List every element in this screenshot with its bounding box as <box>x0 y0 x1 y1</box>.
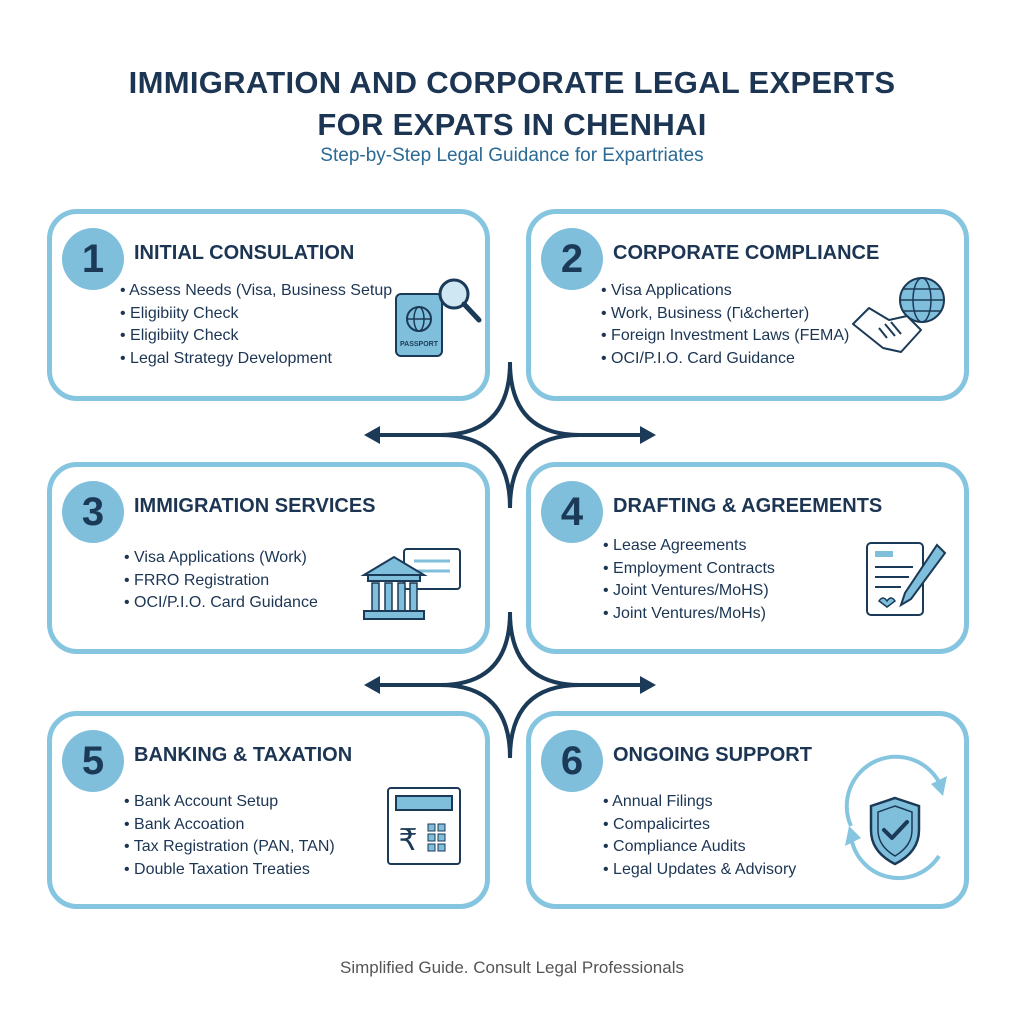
step-title: CORPORATE COMPLIANCE <box>613 242 880 264</box>
list-item: Tax Registration (PAN, TAN) <box>124 836 335 859</box>
list-item: Eligibiity Check <box>120 325 392 348</box>
step-items: Visa Applications Work, Business (Γι&che… <box>601 280 849 370</box>
shield-check-cycle-icon <box>844 754 947 880</box>
list-item: Assess Needs (Visa, Business Setup <box>120 280 392 303</box>
list-item: Legal Updates & Advisory <box>603 859 796 882</box>
step-items: Visa Applications (Work) FRRO Registrati… <box>124 547 318 615</box>
list-item: Lease Agreements <box>603 535 775 558</box>
title-line-2: FOR EXPATS IN CHENHAI <box>317 107 707 142</box>
step-title: BANKING & TAXATION <box>134 744 353 766</box>
list-item: Joint Ventures/MoHs) <box>603 603 775 626</box>
step-title: ONGOING SUPPORT <box>613 744 812 766</box>
government-building-icon <box>360 548 461 620</box>
arrow-right-icon <box>640 426 656 444</box>
step-title: DRAFTING & AGREEMENTS <box>613 495 883 517</box>
list-item: OCI/P.I.O. Card Guidance <box>601 348 849 371</box>
list-item: Bank Accoation <box>124 814 335 837</box>
list-item: OCI/P.I.O. Card Guidance <box>124 592 318 615</box>
passport-magnifier-icon: PASSPORT <box>395 278 482 357</box>
step-items: Assess Needs (Visa, Business Setup Eligi… <box>120 280 392 370</box>
title-line-1: IMMIGRATION AND CORPORATE LEGAL EXPERTS <box>128 65 896 100</box>
step-card-1: 1 INITIAL CONSULATION Assess Needs (Visa… <box>47 209 490 401</box>
step-card-2: 2 CORPORATE COMPLIANCE Visa Applications… <box>526 209 969 401</box>
step-items: Annual Filings Compalicirtes Compliance … <box>603 791 796 881</box>
list-item: Foreign Investment Laws (FEMA) <box>601 325 849 348</box>
rupee-calculator-icon: ₹ <box>387 787 461 865</box>
list-item: Eligibiity Check <box>120 303 392 326</box>
step-number: 4 <box>541 481 603 543</box>
step-number: 5 <box>62 730 124 792</box>
subtitle: Step-by-Step Legal Guidance for Expartri… <box>320 145 704 166</box>
svg-text:₹: ₹ <box>398 823 417 858</box>
footer-disclaimer: Simplified Guide. Consult Legal Professi… <box>340 958 684 977</box>
list-item: Double Taxation Treaties <box>124 859 335 882</box>
list-item: Annual Filings <box>603 791 796 814</box>
arrow-left-icon <box>364 426 380 444</box>
passport-label: PASSPORT <box>400 341 439 348</box>
list-item: Bank Account Setup <box>124 791 335 814</box>
list-item: Visa Applications <box>601 280 849 303</box>
list-item: Work, Business (Γι&cherter) <box>601 303 849 326</box>
list-item: Legal Strategy Development <box>120 348 392 371</box>
step-card-4: 4 DRAFTING & AGREEMENTS Lease Agreements… <box>526 462 969 654</box>
step-card-6: 6 ONGOING SUPPORT Annual Filings Compali… <box>526 711 969 909</box>
step-card-3: 3 IMMIGRATION SERVICES Visa Applications… <box>47 462 490 654</box>
list-item: Compliance Audits <box>603 836 796 859</box>
step-title: IMMIGRATION SERVICES <box>134 495 376 517</box>
list-item: Compalicirtes <box>603 814 796 837</box>
list-item: Visa Applications (Work) <box>124 547 318 570</box>
step-number: 3 <box>62 481 124 543</box>
page-title: IMMIGRATION AND CORPORATE LEGAL EXPERTS … <box>0 62 1024 146</box>
step-card-5: 5 BANKING & TAXATION Bank Account Setup … <box>47 711 490 909</box>
list-item: FRRO Registration <box>124 570 318 593</box>
document-pen-icon <box>866 542 947 616</box>
step-number: 2 <box>541 228 603 290</box>
list-item: Joint Ventures/MoHS) <box>603 580 775 603</box>
step-number: 6 <box>541 730 603 792</box>
list-item: Employment Contracts <box>603 558 775 581</box>
step-items: Lease Agreements Employment Contracts Jo… <box>603 535 775 625</box>
handshake-globe-icon <box>852 277 945 353</box>
step-title: INITIAL CONSULATION <box>134 242 355 264</box>
step-items: Bank Account Setup Bank Accoation Tax Re… <box>124 791 335 881</box>
arrow-right-icon <box>640 676 656 694</box>
step-number: 1 <box>62 228 124 290</box>
arrow-left-icon <box>364 676 380 694</box>
